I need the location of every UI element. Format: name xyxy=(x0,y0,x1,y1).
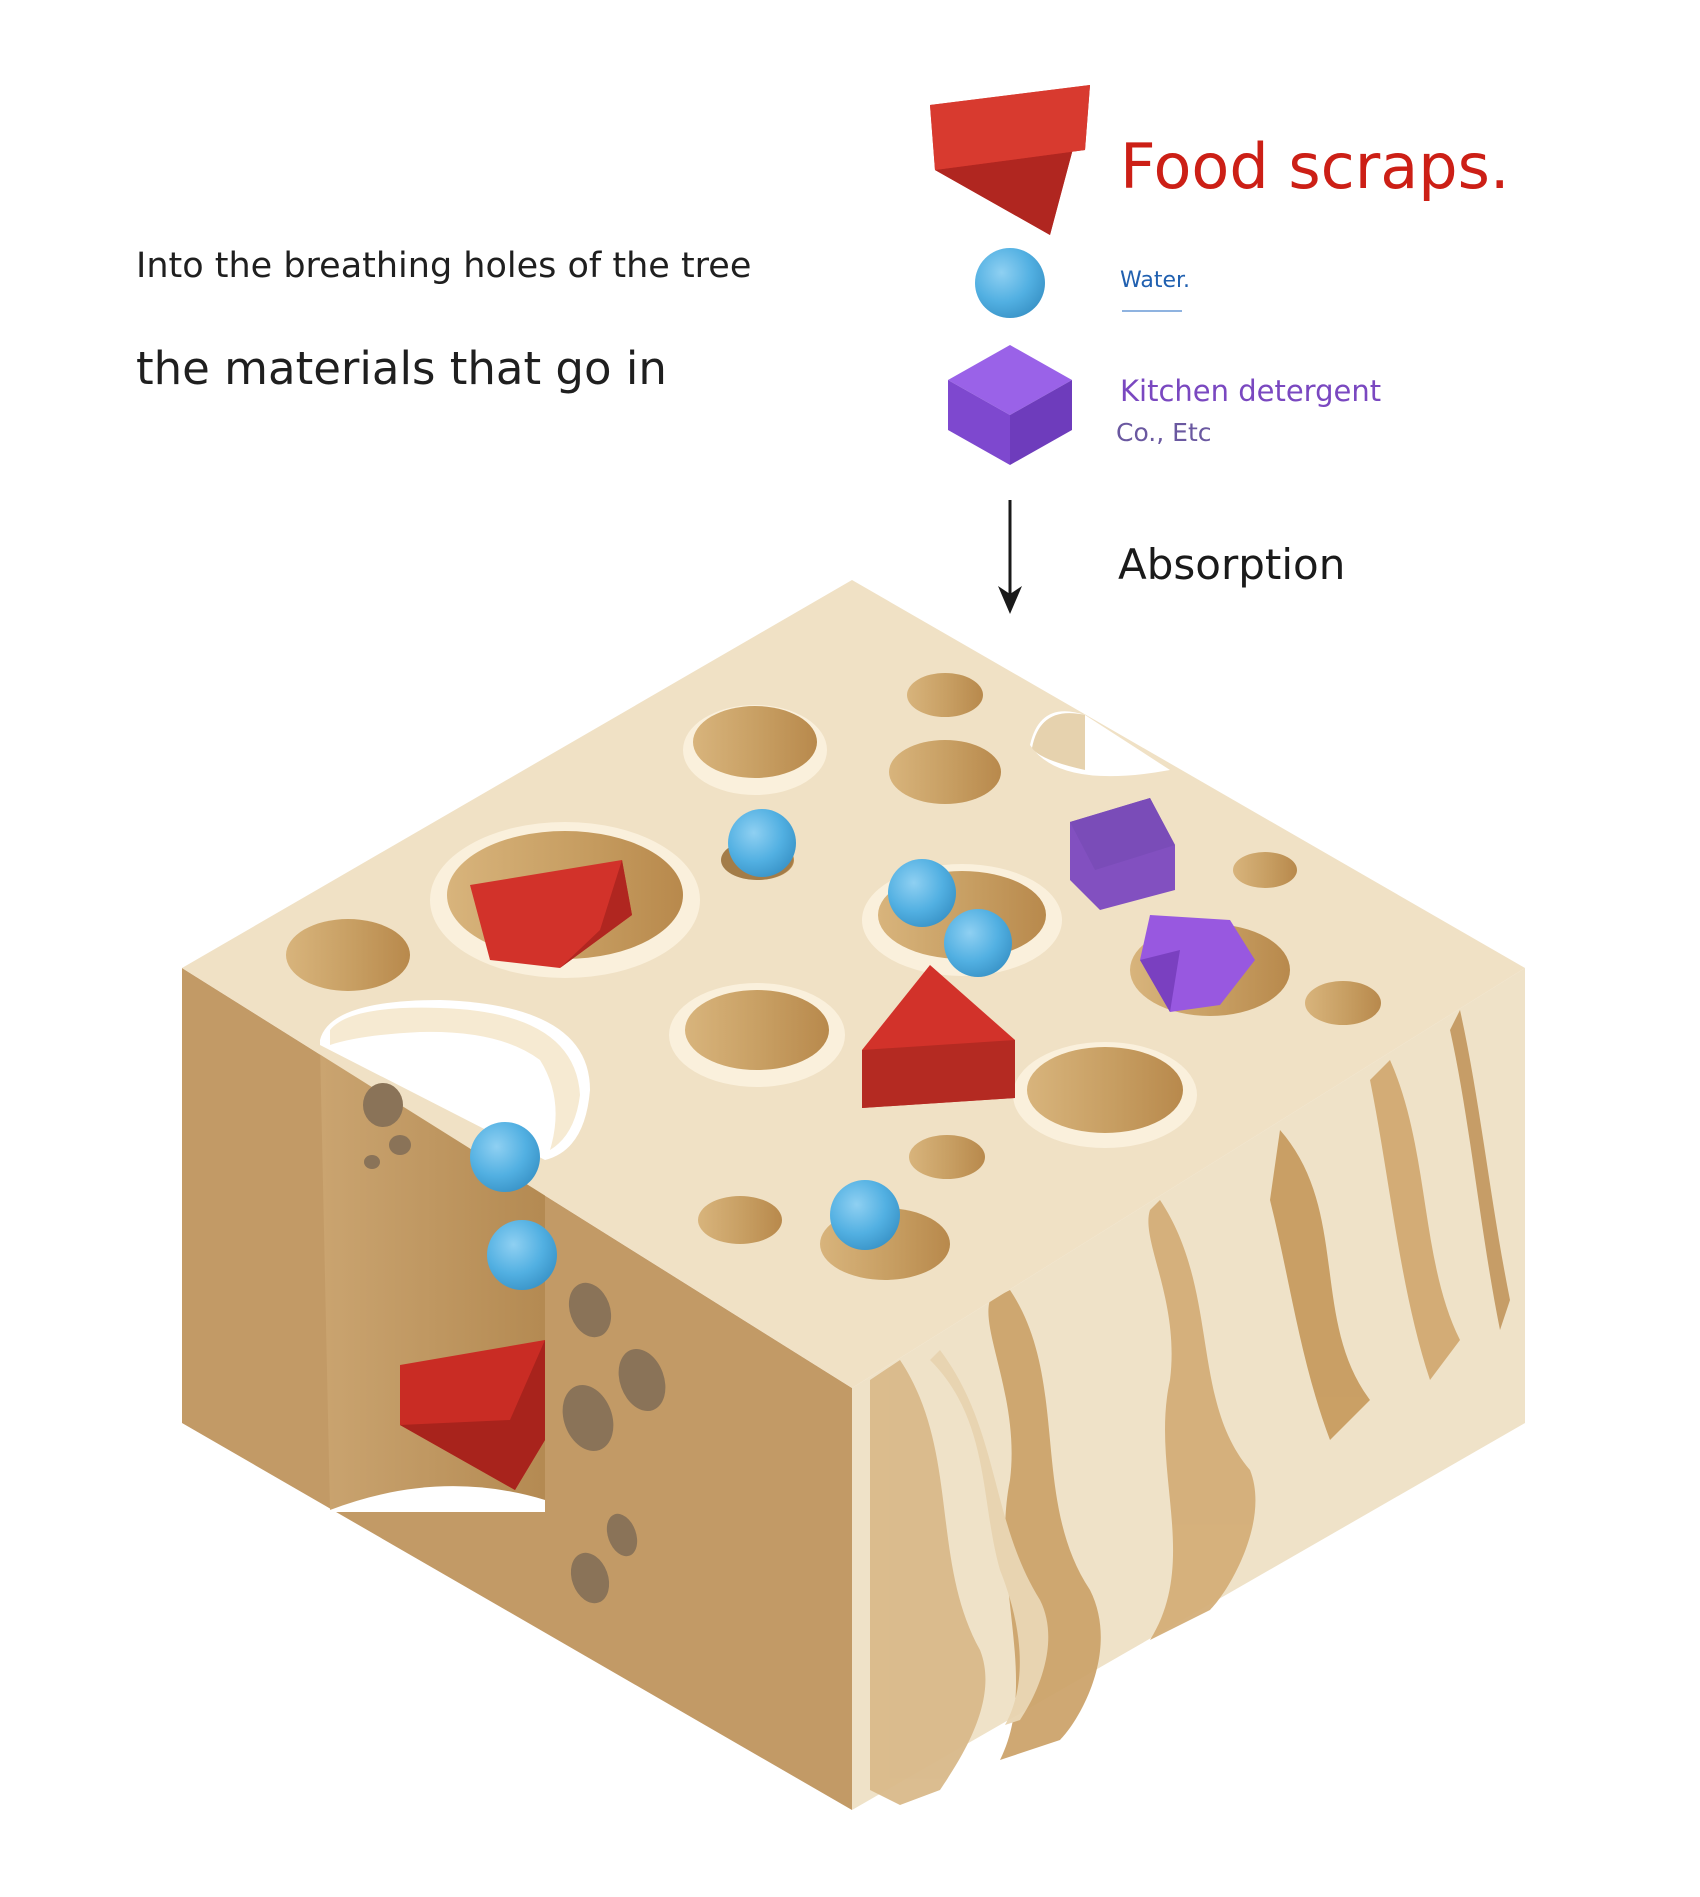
etc-label: Co., Etc xyxy=(1116,418,1212,447)
purple-cube-icon xyxy=(948,345,1072,465)
absorption-label: Absorption xyxy=(1118,540,1346,589)
water-label: Water. xyxy=(1120,268,1191,293)
kitchen-detergent-label: Kitchen detergent xyxy=(1120,374,1382,408)
intro-line-2: the materials that go in xyxy=(136,342,667,395)
red-wedge-icon xyxy=(930,85,1090,235)
blue-sphere-icon xyxy=(975,248,1045,318)
intro-line-1: Into the breathing holes of the tree xyxy=(136,246,752,286)
water-drops xyxy=(470,809,1012,1290)
food-scraps-label: Food scraps. xyxy=(1120,130,1510,203)
side-pits xyxy=(363,1083,666,1604)
wood-block-icon xyxy=(182,580,1525,1810)
water-underline xyxy=(1122,310,1182,312)
down-arrow-icon xyxy=(998,500,1022,614)
food-scrap-pieces xyxy=(400,860,1015,1490)
detergent-pieces xyxy=(1070,798,1255,1012)
